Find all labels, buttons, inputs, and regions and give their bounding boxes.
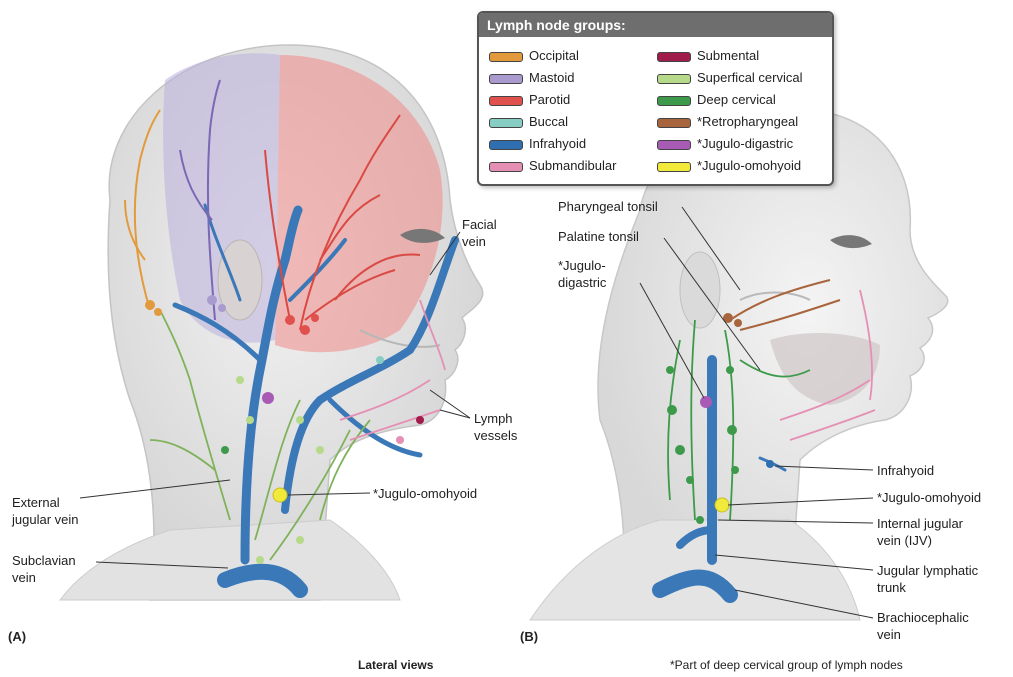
label-palatine-tonsil: Palatine tonsil — [558, 229, 639, 244]
label-subclavian-2: vein — [12, 570, 36, 585]
legend-label: Superfical cervical — [697, 69, 803, 87]
legend-label: Buccal — [529, 113, 568, 131]
legend-label: Mastoid — [529, 69, 575, 87]
label-subclavian-1: Subclavian — [12, 553, 76, 568]
label-external-jugular-1: External — [12, 495, 60, 510]
footer-views: Lateral views — [358, 658, 433, 672]
legend-label: Occipital — [529, 47, 579, 65]
label-jugulo-omohyoid-a: *Jugulo-omohyoid — [373, 486, 477, 501]
label-pharyngeal-tonsil: Pharyngeal tonsil — [558, 199, 658, 214]
label-jugulo-omohyoid-b: *Jugulo-omohyoid — [877, 490, 981, 505]
label-external-jugular-2: jugular vein — [12, 512, 79, 527]
legend-label: Infrahyoid — [529, 135, 586, 153]
label-ijv-2: vein (IJV) — [877, 533, 932, 548]
panel-a-tag: (A) — [8, 629, 26, 644]
label-jugulo-digastric-2: digastric — [558, 275, 606, 290]
legend-swatch — [657, 140, 691, 150]
legend-title: Lymph node groups: — [479, 13, 832, 37]
label-infrahyoid: Infrahyoid — [877, 463, 934, 478]
label-lymph-trunk-2: trunk — [877, 580, 906, 595]
legend-swatch — [489, 96, 523, 106]
legend-swatch — [489, 118, 523, 128]
label-facial-vein-1: Facial — [462, 217, 497, 232]
label-facial-vein-2: vein — [462, 234, 486, 249]
label-jugulo-digastric-1: *Jugulo- — [558, 258, 606, 273]
legend-label: Submental — [697, 47, 759, 65]
legend-swatch — [657, 74, 691, 84]
label-lymph-vessels-1: Lymph — [474, 411, 513, 426]
panel-b-tag: (B) — [520, 629, 538, 644]
label-ijv-1: Internal jugular — [877, 516, 963, 531]
label-brachiocephalic-2: vein — [877, 627, 901, 642]
label-lymph-vessels-2: vessels — [474, 428, 517, 443]
label-lymph-trunk-1: Jugular lymphatic — [877, 563, 978, 578]
legend-swatch — [657, 52, 691, 62]
legend-swatch — [657, 162, 691, 172]
legend-swatch — [657, 96, 691, 106]
legend-label: Parotid — [529, 91, 570, 109]
legend-label: *Jugulo-digastric — [697, 135, 793, 153]
legend-label: Submandibular — [529, 157, 616, 175]
legend-swatch — [489, 74, 523, 84]
legend-label: Deep cervical — [697, 91, 776, 109]
legend-swatch — [657, 118, 691, 128]
footer-note: *Part of deep cervical group of lymph no… — [670, 658, 903, 672]
legend-swatch — [489, 162, 523, 172]
legend-swatch — [489, 52, 523, 62]
legend-swatch — [489, 140, 523, 150]
legend-label: *Jugulo-omohyoid — [697, 157, 801, 175]
label-brachiocephalic-1: Brachiocephalic — [877, 610, 969, 625]
legend-label: *Retropharyngeal — [697, 113, 798, 131]
